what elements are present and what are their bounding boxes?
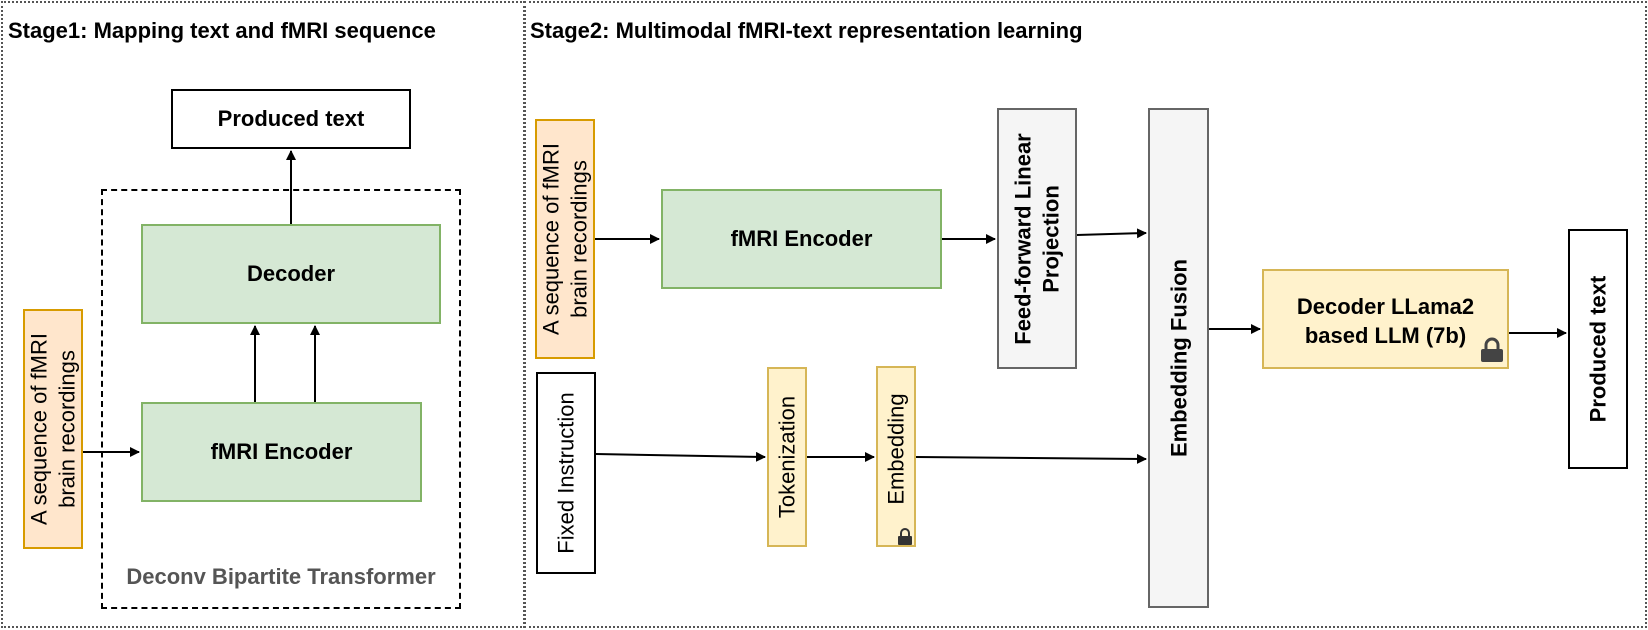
stage1-decoder: Decoder bbox=[141, 224, 441, 324]
embedding: Embedding bbox=[876, 366, 916, 547]
stage2-panel bbox=[524, 1, 1647, 628]
stage2-fmri-input: A sequence of fMRI brain recordings bbox=[535, 119, 595, 359]
fixed-instruction: Fixed Instruction bbox=[536, 372, 596, 574]
stage1-title: Stage1: Mapping text and fMRI sequence bbox=[8, 18, 436, 43]
stage2-title: Stage2: Multimodal fMRI-text representat… bbox=[530, 18, 1083, 43]
tokenization: Tokenization bbox=[767, 367, 807, 547]
embedding-fusion: Embedding Fusion bbox=[1148, 108, 1209, 608]
stage2-fmri-encoder: fMRI Encoder bbox=[661, 189, 942, 289]
arrow-instruction-to-tokenization bbox=[595, 451, 766, 462]
arrow-projection-to-fusion bbox=[1076, 228, 1147, 239]
stage1-produced-text: Produced text bbox=[171, 89, 411, 149]
container-label: Deconv Bipartite Transformer bbox=[126, 564, 436, 589]
lock-icon bbox=[1481, 337, 1503, 362]
stage1-fmri-encoder: fMRI Encoder bbox=[141, 402, 422, 502]
llm-line2: based LLM (7b) bbox=[1304, 322, 1467, 348]
lock-icon bbox=[898, 528, 912, 545]
stage2-produced-text: Produced text bbox=[1568, 229, 1628, 469]
decoder-llama2-llm: Decoder LLama2 based LLM (7b) bbox=[1262, 269, 1509, 369]
deconv-bipartite-transformer-container bbox=[101, 189, 461, 609]
feed-forward-linear-projection: Feed-forward Linear Projection bbox=[997, 108, 1077, 369]
stage1-fmri-input: A sequence of fMRI brain recordings bbox=[23, 309, 83, 549]
llm-line1: Decoder LLama2 bbox=[1296, 294, 1475, 319]
arrow-embedding-to-fusion bbox=[915, 453, 1147, 464]
